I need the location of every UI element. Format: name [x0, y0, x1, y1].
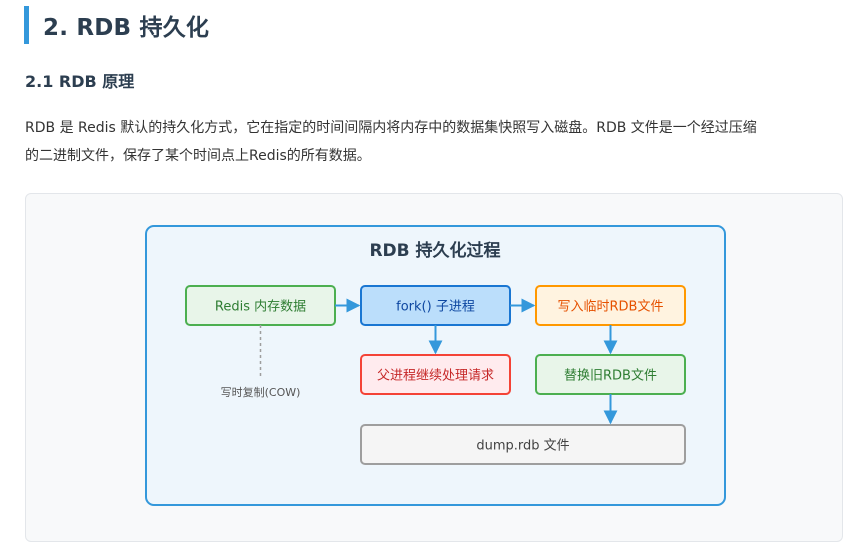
node-replace: 替换旧RDB文件 [535, 354, 686, 395]
node-write-temp: 写入临时RDB文件 [535, 285, 686, 326]
rdb-process-diagram: RDB 持久化过程 Redis 内存数据 fork() 子进程 写入临时RDB文… [145, 225, 726, 506]
node-memory-label: Redis 内存数据 [215, 299, 306, 315]
node-replace-label: 替换旧RDB文件 [564, 369, 657, 384]
node-dump-file: dump.rdb 文件 [360, 424, 686, 465]
node-fork: fork() 子进程 [360, 285, 511, 326]
intro-paragraph-line-2: 的二进制文件，保存了某个时间点上Redis的所有数据。 [25, 148, 371, 164]
diagram-card: RDB 持久化过程 Redis 内存数据 fork() 子进程 写入临时RDB文… [25, 193, 843, 542]
node-parent-process-label: 父进程继续处理请求 [377, 369, 494, 384]
node-write-temp-label: 写入临时RDB文件 [558, 300, 664, 315]
intro-paragraph: RDB 是 Redis 默认的持久化方式，它在指定的时间间隔内将内存中的数据集快… [25, 114, 850, 170]
section-title: 2. RDB 持久化 [43, 15, 210, 41]
node-parent-process: 父进程继续处理请求 [360, 354, 511, 395]
subsection-title: 2.1 RDB 原理 [25, 72, 135, 91]
section-heading: 2. RDB 持久化 [24, 6, 209, 44]
node-dump-file-label: dump.rdb 文件 [476, 439, 569, 454]
cow-label: 写时复制(COW) [221, 385, 301, 399]
node-memory: Redis 内存数据 [185, 285, 336, 326]
node-fork-label: fork() 子进程 [396, 300, 475, 315]
heading-accent-bar [24, 6, 29, 44]
intro-paragraph-line-1: RDB 是 Redis 默认的持久化方式，它在指定的时间间隔内将内存中的数据集快… [25, 120, 757, 136]
diagram-title: RDB 持久化过程 [369, 240, 500, 261]
